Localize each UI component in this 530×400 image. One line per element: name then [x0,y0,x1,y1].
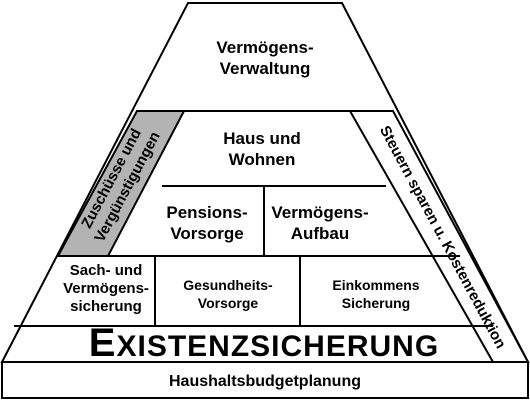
health-provision-label-line2: Vorsorge [198,295,259,311]
base-bar [1,361,529,399]
income-protection-label-line1: Einkommens [332,277,419,293]
property-protection-label-line3: sicherung [70,298,142,315]
property-protection-label-line2: Vermögens- [63,280,149,297]
foundation-title-rest: XISTENZSICHERUNG [116,330,439,363]
middle-label-line2: Wohnen [229,150,296,169]
asset-building-label-line2: Aufbau [291,224,350,243]
top-label-line1: Vermögens- [216,38,313,57]
health-provision-label-line1: Gesundheits- [183,277,273,293]
pension-label-line1: Pensions- [166,203,247,222]
property-protection-label-line1: Sach- und [70,262,143,279]
middle-label-line1: Haus und [223,129,300,148]
top-label-line2: Verwaltung [220,59,311,78]
foundation-title-initial: E [89,321,117,365]
asset-building-label-line1: Vermögens- [271,203,368,222]
foundation-title: EXISTENZSICHERUNG [89,321,439,365]
income-protection-label-line2: Sicherung [342,295,410,311]
base-label: Haushaltsbudgetplanung [169,373,361,390]
pension-label-line2: Vorsorge [170,224,243,243]
